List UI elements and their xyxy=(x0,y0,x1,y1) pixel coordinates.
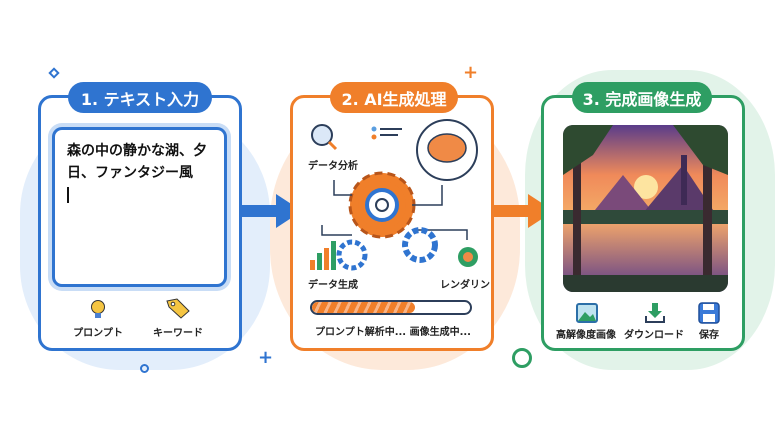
text-cursor xyxy=(67,187,69,203)
list-icon xyxy=(371,126,402,140)
node-label-rendering: レンダリン xyxy=(440,280,490,291)
deco-plus: + xyxy=(258,347,274,368)
progress-bar xyxy=(310,300,472,315)
tag-icon xyxy=(166,298,190,319)
download-icon[interactable] xyxy=(644,302,666,324)
processing-diagram xyxy=(310,119,478,271)
node-label-data-analysis: データ分析 xyxy=(308,161,358,172)
save-icon[interactable] xyxy=(698,302,720,324)
main-gear-icon xyxy=(348,171,416,239)
magnifier-chart-icon xyxy=(311,124,338,151)
node-label-data-generation: データ生成 xyxy=(308,280,358,291)
status-text: プロンプト解析中... 画像生成中... xyxy=(315,327,471,338)
progress-fill xyxy=(312,302,415,313)
prompt-text: 森の中の静かな湖、夕日、ファンタジー風 xyxy=(67,143,207,181)
brain-icon xyxy=(416,119,478,181)
keyword-label: キーワード xyxy=(153,328,203,339)
step-title: 3. 完成画像生成 xyxy=(572,82,712,113)
deco-circle xyxy=(512,348,532,368)
deco-diamond xyxy=(48,67,60,79)
deco-circle xyxy=(140,364,149,373)
download-label: ダウンロード xyxy=(624,330,684,341)
prompt-input[interactable]: 森の中の静かな湖、夕日、ファンタジー風 xyxy=(52,127,227,287)
save-label: 保存 xyxy=(699,330,719,341)
step-title: 1. テキスト入力 xyxy=(68,82,212,113)
bar-chart-icon xyxy=(310,241,336,270)
gear-icon xyxy=(402,227,438,263)
step-title: 2. AI生成処理 xyxy=(330,82,458,113)
deco-plus: + xyxy=(463,62,479,83)
high-res-image-label: 高解像度画像 xyxy=(556,330,616,341)
lightbulb-icon xyxy=(91,300,105,318)
generated-image[interactable] xyxy=(563,125,728,292)
gear-icon xyxy=(336,239,368,271)
prompt-label: プロンプト xyxy=(73,328,123,339)
render-gear-icon xyxy=(458,247,478,267)
image-icon[interactable] xyxy=(576,303,598,323)
